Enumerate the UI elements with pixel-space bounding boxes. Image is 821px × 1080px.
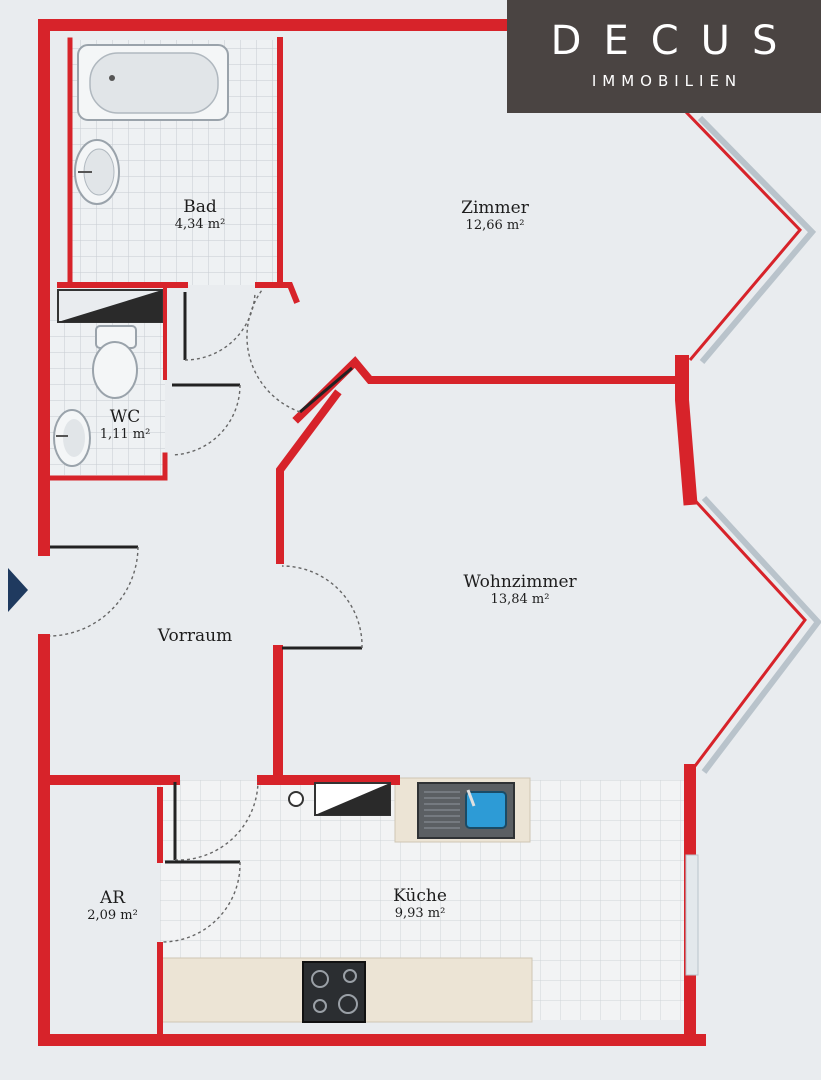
kitchen-shaft-fill-icon <box>315 783 390 815</box>
room-name: Bad <box>183 197 217 217</box>
sink-icon <box>74 139 120 205</box>
doors <box>49 289 363 943</box>
room-area: 13,84 m² <box>490 592 550 608</box>
room-name: Wohnzimmer <box>463 572 577 592</box>
shaft-fill-icon <box>58 290 162 322</box>
room-area: 1,11 m² <box>99 427 151 443</box>
room-name: WC <box>109 407 141 427</box>
bathtub-icon <box>77 44 229 121</box>
room-label-zimmer: Zimmer 12,66 m² <box>440 198 550 234</box>
room-name: Vorraum <box>157 626 233 646</box>
walls <box>38 19 706 1046</box>
room-name: Küche <box>393 886 447 906</box>
room-name: Zimmer <box>461 198 529 218</box>
pipe-icon <box>288 791 304 807</box>
room-label-ar: AR 2,09 m² <box>65 888 160 924</box>
wc-sink-icon <box>53 409 91 467</box>
stove-icon <box>302 961 366 1023</box>
room-area: 2,09 m² <box>87 908 138 924</box>
bay-windows <box>684 110 821 976</box>
room-area: 9,93 m² <box>394 906 446 922</box>
logo-brand: DECUS <box>550 18 800 64</box>
kitchen-sink-icon <box>417 782 515 839</box>
room-area: 4,34 m² <box>174 217 226 233</box>
room-label-kueche: Küche 9,93 m² <box>370 886 470 922</box>
room-label-vorraum: Vorraum <box>140 626 250 646</box>
toilet-icon <box>92 325 138 399</box>
entrance-arrow-icon <box>8 568 28 612</box>
room-name: AR <box>99 888 126 908</box>
room-label-bad: Bad 4,34 m² <box>150 197 250 233</box>
room-area: 12,66 m² <box>465 218 525 234</box>
decus-logo: DECUS IMMOBILIEN <box>507 0 821 113</box>
logo-subtitle: IMMOBILIEN <box>591 72 743 90</box>
room-label-wohnzimmer: Wohnzimmer 13,84 m² <box>445 572 595 608</box>
room-label-wc: WC 1,11 m² <box>80 407 170 443</box>
